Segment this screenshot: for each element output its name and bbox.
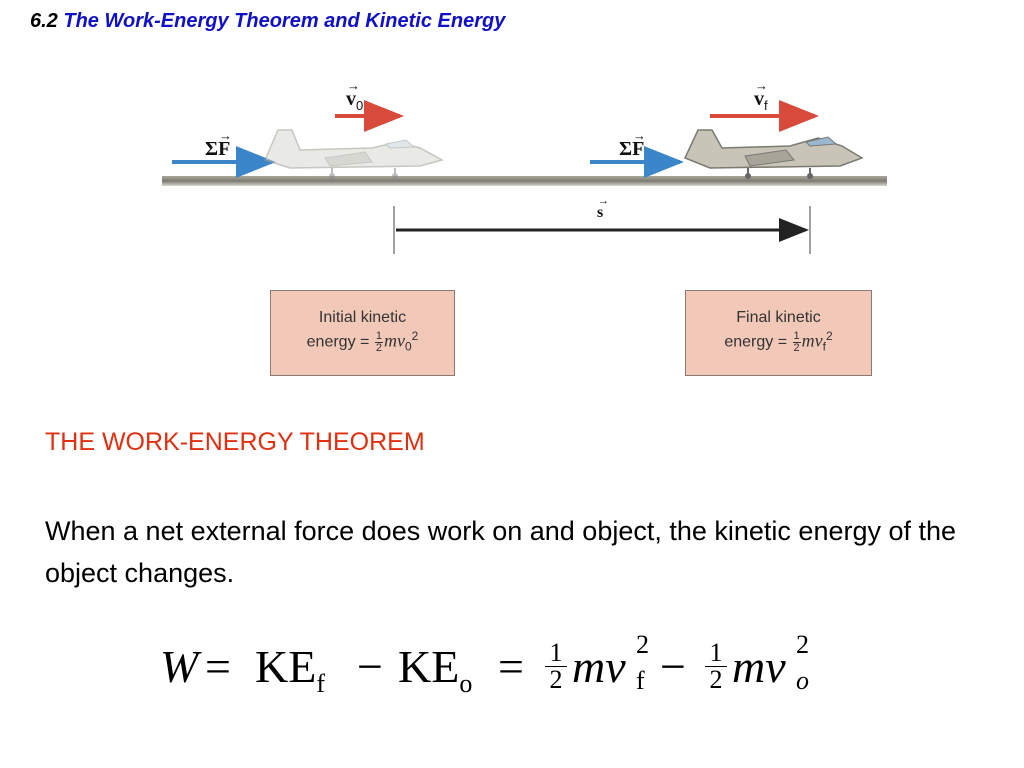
- eq-KE-final: KE: [255, 641, 317, 692]
- eq-KE-final-sub: f: [316, 669, 325, 699]
- eq-equals-1: =: [205, 641, 231, 692]
- initial-box-line1: Initial kinetic: [318, 309, 407, 326]
- section-title: The Work-Energy Theorem and Kinetic Ener…: [63, 10, 506, 32]
- net-force-label-right: ΣF→: [619, 128, 646, 160]
- runway: [162, 176, 887, 186]
- eq-minus-2: −: [660, 641, 686, 692]
- eq-KE-initial: KE: [398, 641, 460, 692]
- eq-mv-initial-sup: 2: [796, 630, 809, 659]
- displacement-label: s→: [597, 195, 609, 221]
- eq-equals-2: =: [498, 641, 524, 692]
- jet-initial: [263, 129, 444, 179]
- figure-graphics: [162, 100, 887, 254]
- eq-minus-1: −: [357, 641, 383, 692]
- slide-title: 6.2 The Work-Energy Theorem and Kinetic …: [30, 10, 505, 33]
- final-velocity-label: vf→: [754, 78, 768, 113]
- net-force-label-left: ΣF→: [205, 128, 232, 160]
- section-number: 6.2: [30, 10, 58, 32]
- eq-mv-final-sub: f: [636, 666, 645, 695]
- theorem-heading: THE WORK-ENERGY THEOREM: [45, 428, 425, 456]
- eq-W: W: [160, 641, 199, 692]
- work-energy-figure: ΣF→ ΣF→ v0→ vf→ s→ Initial kinetic energ…: [150, 78, 895, 380]
- eq-mv-final: mv: [572, 641, 626, 692]
- eq-mv-initial: mv: [732, 641, 786, 692]
- jet-final: [683, 129, 864, 179]
- eq-mv-initial-sub: o: [796, 666, 809, 695]
- initial-velocity-label: v0→: [346, 78, 364, 113]
- eq-KE-initial-sub: o: [459, 669, 473, 699]
- final-box-line1: Final kinetic: [736, 309, 821, 326]
- theorem-statement: When a net external force does work on a…: [45, 516, 957, 588]
- eq-mv-final-sup: 2: [636, 630, 649, 659]
